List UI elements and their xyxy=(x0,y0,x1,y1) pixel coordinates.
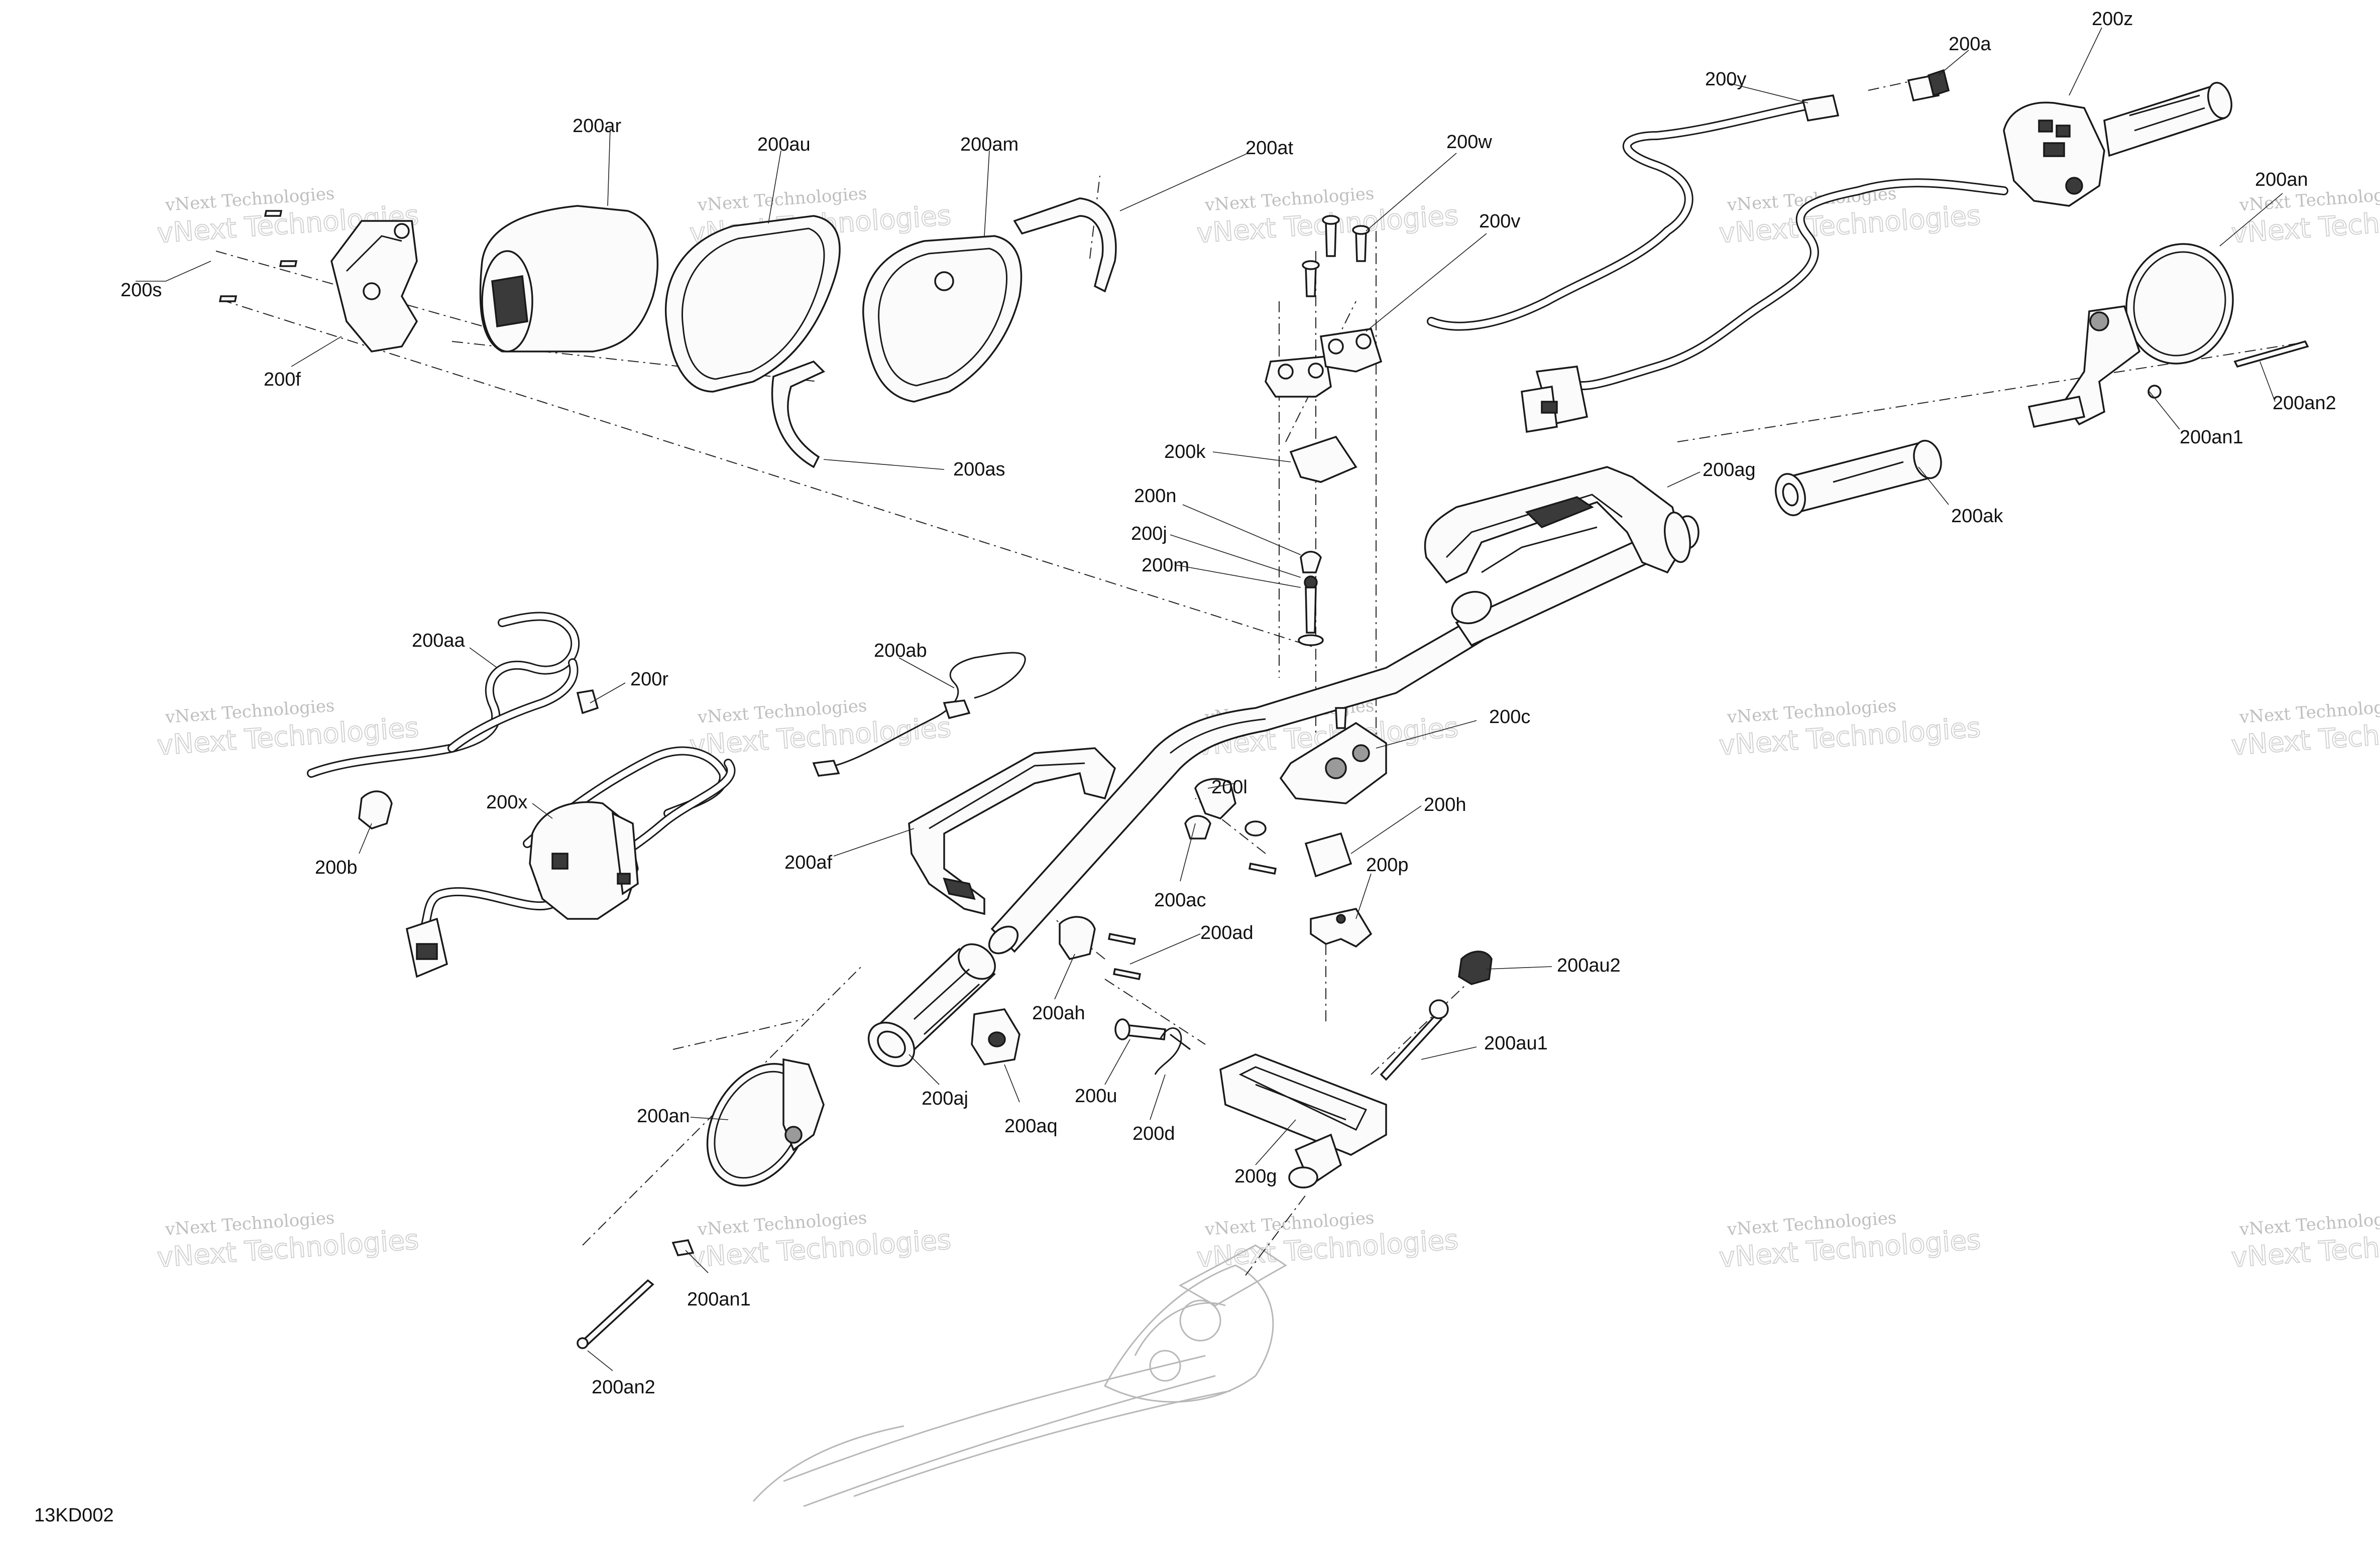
callout-200j: 200j xyxy=(1131,523,1167,544)
callout-200ag: 200ag xyxy=(1703,459,1756,481)
pin-and-clip xyxy=(1114,1018,1191,1075)
pod-trim-top xyxy=(1013,197,1117,293)
callout-200ak: 200ak xyxy=(1951,506,2004,527)
callout-200an-bottom: 200an xyxy=(637,1106,690,1127)
pod-bezel-inner xyxy=(862,235,1023,403)
callout-200aq: 200aq xyxy=(1004,1116,1058,1137)
callout-200am: 200am xyxy=(960,134,1018,155)
callout-200v: 200v xyxy=(1479,211,1520,232)
callout-200af: 200af xyxy=(784,852,833,873)
callout-200m: 200m xyxy=(1142,555,1189,576)
callout-200p: 200p xyxy=(1366,855,1409,876)
callout-200au: 200au xyxy=(757,134,811,155)
callout-200aa: 200aa xyxy=(412,630,466,651)
mirror-left xyxy=(577,1058,825,1349)
callout-200ah: 200ah xyxy=(1032,1003,1085,1024)
grip-left xyxy=(867,943,1021,1067)
callout-200n: 200n xyxy=(1134,486,1177,507)
callout-200au2: 200au2 xyxy=(1557,955,1621,976)
callout-200at: 200at xyxy=(1245,138,1294,159)
switch-housing-right xyxy=(2003,82,2232,207)
mirror-right xyxy=(2027,243,2309,428)
callout-200g: 200g xyxy=(1234,1166,1277,1187)
callout-labels: 200z 200a 200y 200an 200w 200v 200at 200… xyxy=(121,9,2336,1398)
callout-200d: 200d xyxy=(1132,1123,1175,1144)
callout-200ad: 200ad xyxy=(1200,922,1254,943)
callout-200aj: 200aj xyxy=(922,1088,968,1109)
grip-bolt xyxy=(1380,951,1493,1081)
callout-200u: 200u xyxy=(1075,1086,1117,1107)
hand-guard-right xyxy=(1424,466,1691,584)
callout-200l: 200l xyxy=(1211,777,1248,798)
harness-left-guard xyxy=(812,652,1026,777)
callout-200z: 200z xyxy=(2092,9,2133,30)
callout-200a: 200a xyxy=(1949,34,1991,55)
callout-200ab: 200ab xyxy=(874,640,927,661)
pod-trim-bottom xyxy=(771,360,826,468)
callout-200s: 200s xyxy=(121,280,162,301)
callout-200w: 200w xyxy=(1446,132,1492,153)
grip-right xyxy=(1775,439,1942,516)
callout-200an2-top: 200an2 xyxy=(2273,393,2336,414)
callout-200k: 200k xyxy=(1164,441,1206,462)
pod-shell xyxy=(479,205,659,352)
callout-200an2-bottom: 200an2 xyxy=(592,1377,655,1398)
hand-guard-left xyxy=(908,747,1116,915)
callout-200an-top: 200an xyxy=(2255,169,2308,190)
handlebar xyxy=(988,515,1699,955)
callout-200an1-top: 200an1 xyxy=(2180,427,2243,448)
harness-right xyxy=(1427,69,2008,433)
left-clamps xyxy=(1059,778,1277,981)
callout-200ac: 200ac xyxy=(1154,890,1206,911)
callout-200y: 200y xyxy=(1705,69,1746,90)
upper-clamps xyxy=(1265,215,1383,646)
callout-200ar: 200ar xyxy=(573,115,622,137)
harness-left-upper xyxy=(307,612,599,829)
callout-200as: 200as xyxy=(953,459,1005,480)
callout-200r: 200r xyxy=(630,669,668,690)
callout-200b: 200b xyxy=(315,857,358,878)
pod-bezel-outer xyxy=(664,215,841,393)
callout-200an1-bottom: 200an1 xyxy=(687,1289,751,1310)
switch-housing-left xyxy=(405,746,736,978)
callout-200f: 200f xyxy=(264,369,301,390)
steering-box xyxy=(1219,1053,1387,1189)
leader-lines xyxy=(136,27,2283,1371)
callout-200h: 200h xyxy=(1424,794,1466,815)
document-id: 13KD002 xyxy=(34,1505,114,1526)
pod-bracket xyxy=(218,210,418,352)
ghost-steering-column xyxy=(752,1244,1287,1507)
callout-200c: 200c xyxy=(1489,706,1530,728)
callout-200au1: 200au1 xyxy=(1484,1033,1548,1054)
callout-200x: 200x xyxy=(486,792,527,813)
